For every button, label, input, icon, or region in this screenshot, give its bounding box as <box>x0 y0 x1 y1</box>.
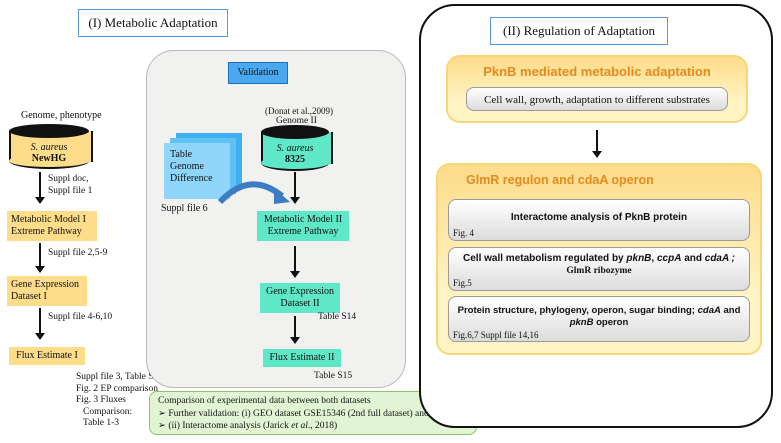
suppl-4-6-10-label: Suppl file 4-6,10 <box>48 312 113 322</box>
regulation-title: (II) Regulation of Adaptation <box>490 17 668 45</box>
arrow-down <box>290 316 300 344</box>
suppl-file-6-label: Suppl file 6 <box>161 203 208 214</box>
gene-expression-dataset-1: Gene Expression Dataset I <box>7 276 87 306</box>
arrow-down <box>35 243 45 273</box>
metabolic-model-1: Metabolic Model I Extreme Pathway <box>7 211 97 241</box>
flux-estimate-2: Flux Estimate II <box>263 349 341 367</box>
database-strain: NewHG <box>31 153 67 164</box>
figure-notes: Suppl file 3, Table S14 Fig. 2 EP compar… <box>76 372 164 428</box>
database-8325: S. aureus 8325 <box>261 125 333 171</box>
database-strain: 8325 <box>285 154 305 165</box>
flux-estimate-1: Flux Estimate I <box>9 347 85 365</box>
arrow-down <box>290 246 300 278</box>
suppl-2-5-9-label: Suppl file 2,5-9 <box>48 248 108 258</box>
arrow-down <box>290 172 300 204</box>
glmr-title: GlmR regulon and cdaA operon <box>466 173 654 187</box>
cell-wall-box: Cell wall metabolism regulated by pknB, … <box>448 247 750 291</box>
metabolic-adaptation-title: (I) Metabolic Adaptation <box>78 9 228 37</box>
pknb-description-box: Cell wall, growth, adaptation to differe… <box>466 87 728 111</box>
table-s14-label: Table S14 <box>318 312 357 322</box>
table-s15-label: Table S15 <box>314 371 353 381</box>
protein-structure-box: Protein structure, phylogeny, operon, su… <box>448 296 750 342</box>
arrow-down <box>592 130 602 158</box>
database-species: S. aureus <box>30 142 68 153</box>
arrow-down <box>35 172 45 204</box>
interactome-box: Interactome analysis of PknB protein Fig… <box>448 199 750 241</box>
pknb-title: PknB mediated metabolic adaptation <box>483 64 711 79</box>
database-newhg: S. aureus NewHG <box>9 124 93 169</box>
gene-expression-dataset-2: Gene Expression Dataset II <box>260 283 340 313</box>
curved-arrow <box>217 181 290 205</box>
database-top <box>261 125 329 139</box>
genome-phenotype-label: Genome, phenotype <box>21 110 102 121</box>
validation-label: Validation <box>228 62 288 84</box>
suppl-doc-label: Suppl doc, Suppl file 1 <box>48 174 93 196</box>
genome-2-label: Genome II <box>276 116 317 126</box>
database-species: S. aureus <box>276 143 314 154</box>
citation-label: (Donat et al.,2009) <box>265 106 333 116</box>
database-top <box>9 124 89 138</box>
genome-difference-document: Table Genome Difference <box>164 133 244 199</box>
arrow-down <box>35 308 45 340</box>
metabolic-model-2: Metabolic Model II Extreme Pathway <box>257 211 349 241</box>
